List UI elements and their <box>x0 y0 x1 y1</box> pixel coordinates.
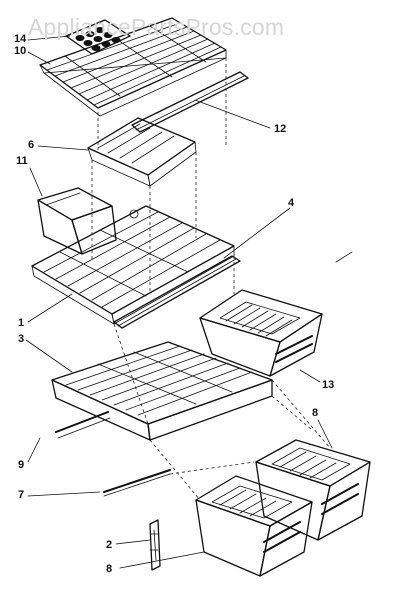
callout-2: 2 <box>106 539 113 551</box>
alignment-lines <box>91 58 331 501</box>
callout-3: 3 <box>18 333 25 345</box>
divider-post-2 <box>149 519 161 571</box>
crisper-drawer-8-left <box>195 475 313 577</box>
callout-4: 4 <box>288 197 295 209</box>
callout-13: 13 <box>322 379 335 391</box>
callout-7: 7 <box>18 489 25 501</box>
crisper-cover-3 <box>51 341 273 441</box>
wire-shelf-top <box>39 17 227 117</box>
wire-shelf-1 <box>31 205 235 325</box>
callout-14: 14 <box>14 33 27 45</box>
support-rail-9 <box>55 411 111 439</box>
callout-12: 12 <box>274 123 287 135</box>
glass-shelf-6 <box>87 117 197 187</box>
egg-tray <box>65 19 131 55</box>
watermark-text: AppliancePartsPros.com <box>28 14 285 40</box>
callout-1: 1 <box>18 317 25 329</box>
callout-6: 6 <box>28 139 35 151</box>
crisper-drawer-8-right <box>255 439 371 541</box>
callout-8-upper: 8 <box>312 407 319 419</box>
rod-7 <box>103 469 171 497</box>
callout-8-lower: 8 <box>106 563 113 575</box>
leader-lines <box>25 35 353 569</box>
crisper-drawer-13 <box>199 289 323 377</box>
callout-9: 9 <box>18 459 25 471</box>
callout-10: 10 <box>14 45 27 57</box>
trim-strip-4 <box>113 255 241 329</box>
bin-11 <box>37 187 117 255</box>
callout-11: 11 <box>16 155 28 167</box>
